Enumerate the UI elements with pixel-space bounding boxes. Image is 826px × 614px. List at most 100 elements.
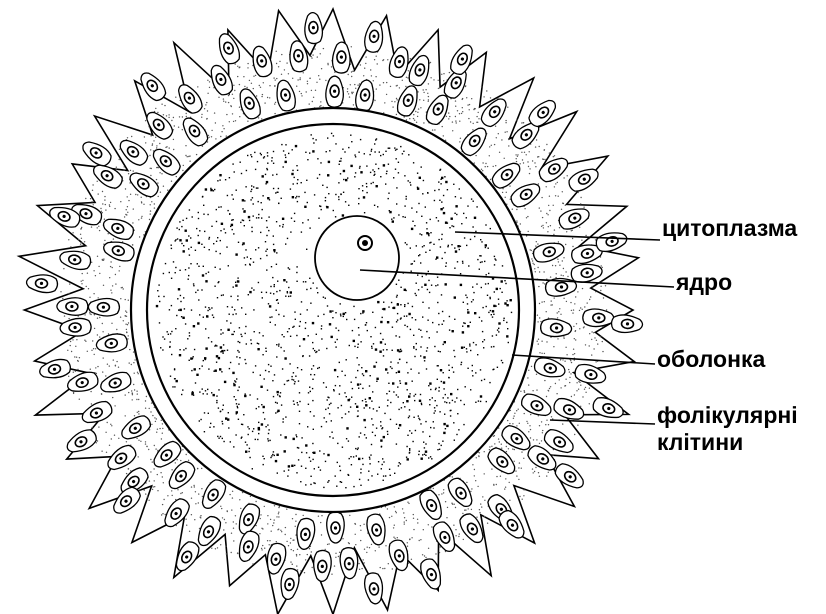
cytoplasm-granule bbox=[181, 243, 182, 244]
cytoplasm-granule bbox=[195, 292, 196, 293]
cytoplasm-granule bbox=[444, 176, 445, 177]
cytoplasm-granule bbox=[244, 200, 245, 201]
corona-dot bbox=[97, 318, 98, 319]
cytoplasm-granule bbox=[323, 297, 324, 298]
corona-dot bbox=[416, 122, 417, 123]
corona-dot bbox=[417, 519, 418, 520]
corona-dot bbox=[221, 508, 222, 509]
cytoplasm-granule bbox=[163, 273, 164, 274]
corona-dot bbox=[360, 525, 361, 526]
corona-dot bbox=[112, 267, 113, 268]
cytoplasm-granule bbox=[230, 441, 231, 442]
corona-dot bbox=[112, 285, 113, 286]
corona-dot bbox=[116, 361, 117, 362]
cytoplasm-granule bbox=[261, 154, 262, 155]
cytoplasm-granule bbox=[362, 373, 363, 374]
corona-dot bbox=[275, 102, 276, 103]
corona-dot bbox=[582, 396, 583, 397]
corona-dot bbox=[134, 359, 135, 360]
corona-dot bbox=[197, 468, 198, 469]
corona-dot bbox=[113, 359, 114, 360]
corona-dot bbox=[521, 122, 522, 123]
corona-dot bbox=[413, 529, 414, 530]
cytoplasm-granule bbox=[459, 188, 460, 189]
cytoplasm-granule bbox=[472, 226, 473, 227]
cytoplasm-granule bbox=[328, 193, 329, 194]
corona-dot bbox=[459, 113, 460, 114]
corona-dot bbox=[581, 240, 582, 241]
corona-dot bbox=[189, 161, 190, 162]
cytoplasm-granule bbox=[421, 404, 422, 405]
cytoplasm-granule bbox=[199, 314, 200, 315]
corona-dot bbox=[74, 356, 75, 357]
cytoplasm-granule bbox=[335, 342, 336, 343]
cytoplasm-granule bbox=[461, 362, 462, 363]
cytoplasm-granule bbox=[189, 332, 190, 333]
cytoplasm-granule bbox=[358, 188, 359, 189]
cytoplasm-granule bbox=[275, 324, 276, 325]
corona-dot bbox=[193, 485, 194, 486]
cytoplasm-granule bbox=[296, 266, 297, 267]
cytoplasm-granule bbox=[457, 261, 458, 262]
corona-dot bbox=[409, 118, 410, 119]
cytoplasm-granule bbox=[296, 436, 297, 437]
cytoplasm-granule bbox=[300, 321, 301, 322]
cytoplasm-granule bbox=[285, 436, 287, 438]
cytoplasm-granule bbox=[359, 479, 360, 480]
cytoplasm-granule bbox=[480, 369, 481, 370]
corona-dot bbox=[571, 230, 572, 231]
corona-dot bbox=[374, 100, 375, 101]
corona-dot bbox=[239, 84, 240, 85]
cytoplasm-granule bbox=[430, 219, 431, 220]
cytoplasm-granule bbox=[314, 483, 315, 484]
corona-dot bbox=[104, 240, 105, 241]
corona-dot bbox=[394, 525, 395, 526]
corona-dot bbox=[352, 71, 353, 72]
corona-dot bbox=[139, 489, 140, 490]
cytoplasm-granule bbox=[474, 236, 475, 237]
corona-dot bbox=[547, 214, 548, 215]
cytoplasm-granule bbox=[418, 255, 419, 256]
corona-dot bbox=[267, 523, 268, 524]
cytoplasm-granule bbox=[245, 451, 247, 453]
cytoplasm-granule bbox=[251, 189, 252, 190]
corona-dot bbox=[535, 271, 536, 272]
corona-dot bbox=[546, 186, 547, 187]
cytoplasm-granule bbox=[262, 209, 263, 210]
corona-dot bbox=[359, 569, 360, 570]
cytoplasm-granule bbox=[340, 315, 341, 316]
cytoplasm-granule bbox=[171, 248, 172, 249]
cytoplasm-granule bbox=[158, 296, 159, 297]
corona-dot bbox=[303, 72, 304, 73]
cytoplasm-granule bbox=[419, 233, 420, 234]
corona-dot bbox=[280, 530, 281, 531]
cytoplasm-granule bbox=[307, 426, 308, 427]
cytoplasm-granule bbox=[335, 346, 336, 347]
corona-dot bbox=[171, 120, 172, 121]
corona-dot bbox=[269, 544, 270, 545]
cytoplasm-granule bbox=[339, 393, 340, 394]
follicular-cell bbox=[79, 137, 114, 169]
nucleolus-core bbox=[362, 240, 368, 246]
corona-dot bbox=[306, 91, 307, 92]
cytoplasm-granule bbox=[267, 197, 269, 199]
cytoplasm-granule bbox=[256, 408, 257, 409]
cytoplasm-granule bbox=[493, 305, 495, 307]
cytoplasm-granule bbox=[325, 461, 326, 462]
cytoplasm-granule bbox=[301, 182, 302, 183]
cytoplasm-granule bbox=[241, 307, 242, 308]
cytoplasm-granule bbox=[213, 394, 215, 396]
cytoplasm-granule bbox=[227, 210, 228, 211]
cytoplasm-granule bbox=[405, 242, 406, 243]
corona-dot bbox=[167, 495, 168, 496]
cytoplasm-granule bbox=[280, 392, 281, 393]
cytoplasm-granule bbox=[327, 482, 328, 483]
corona-dot bbox=[174, 125, 175, 126]
corona-dot bbox=[264, 548, 265, 549]
corona-dot bbox=[393, 537, 394, 538]
cytoplasm-granule bbox=[273, 244, 274, 245]
corona-dot bbox=[94, 328, 95, 329]
cytoplasm-granule bbox=[240, 222, 241, 223]
cytoplasm-granule bbox=[398, 162, 399, 163]
cytoplasm-granule bbox=[221, 350, 223, 352]
